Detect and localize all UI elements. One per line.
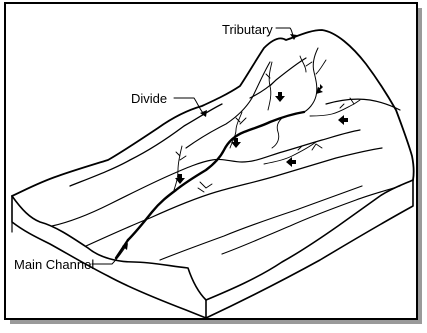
tributary-label: Tributary	[222, 22, 273, 37]
main-channel-label: Main Channel	[14, 257, 94, 272]
divide-label: Divide	[131, 91, 167, 106]
